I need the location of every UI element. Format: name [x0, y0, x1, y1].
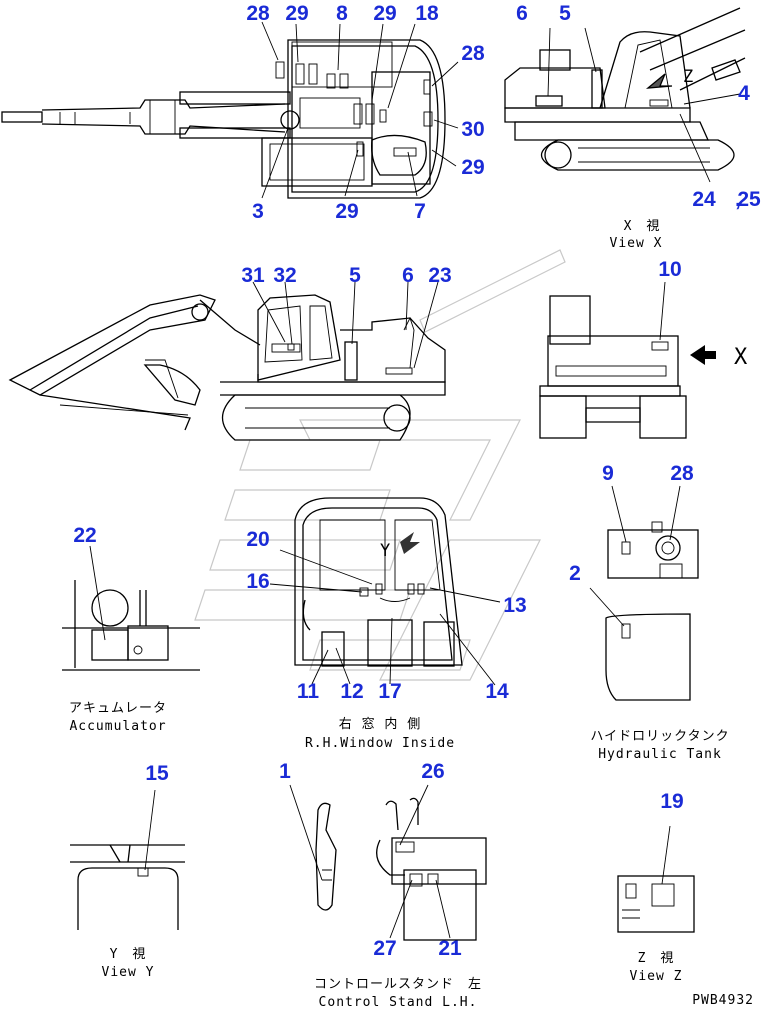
callout-number: 13: [503, 594, 526, 617]
callout-number: 20: [246, 528, 269, 551]
control-stand-caption-en: Control Stand L.H.: [319, 995, 478, 1010]
callout-number: 4: [738, 82, 750, 105]
callout-number: 1: [279, 760, 291, 783]
callout-number: 18: [415, 2, 439, 25]
rh-window-caption-en: R.H.Window Inside: [305, 736, 455, 751]
callout-number: 28: [461, 42, 485, 65]
view-y-caption-jp: Y 視: [110, 947, 147, 962]
view-y-marker: Y: [380, 541, 391, 561]
hydraulic-tank-caption-en: Hydraulic Tank: [598, 747, 722, 762]
control-stand-caption-jp: コントロールスタンド 左: [314, 977, 482, 992]
callout-number: 21: [438, 937, 462, 960]
accumulator-caption-en: Accumulator: [69, 719, 166, 734]
callout-number: 23: [428, 264, 451, 287]
callout-separator: ,: [735, 188, 741, 211]
callout-number: 28: [246, 2, 270, 25]
view-x-marker: X: [734, 345, 748, 370]
accumulator-drawing: [62, 545, 200, 671]
callout-number: 15: [145, 762, 169, 785]
accumulator-caption-jp: アキュムレータ: [69, 701, 167, 716]
callout-number: 5: [349, 264, 361, 287]
callout-number: 27: [373, 937, 396, 960]
callout-number: 29: [373, 2, 396, 25]
view-x-caption-jp: X 視: [624, 219, 661, 234]
callout-number: 17: [378, 680, 401, 703]
rh-window-caption-jp: 右 窓 内 側: [339, 716, 421, 732]
callout-number: 32: [273, 264, 296, 287]
view-x-drawing: [504, 7, 746, 183]
view-x-caption-en: View X: [610, 236, 663, 251]
callout-number: 6: [516, 2, 528, 25]
control-stand-drawing: [289, 784, 487, 941]
callout-number: 2: [569, 562, 581, 585]
callout-number: 5: [559, 2, 571, 25]
arrow-icon: [690, 345, 716, 365]
rear-view-drawing: [539, 281, 716, 439]
view-z-drawing: [617, 825, 695, 933]
callout-number: 22: [73, 524, 96, 547]
callout-number: 29: [461, 156, 484, 179]
view-z-caption-en: View Z: [630, 969, 683, 984]
callout-number: 19: [660, 790, 683, 813]
view-y-caption-en: View Y: [102, 965, 155, 980]
callout-number: 29: [285, 2, 308, 25]
callout-number: 12: [340, 680, 363, 703]
view-z-caption-jp: Z 視: [638, 951, 675, 966]
side-view-drawing: [8, 281, 446, 441]
callout-number: 30: [461, 118, 484, 141]
callout-number: 14: [485, 680, 509, 703]
detail-component-drawing: [607, 485, 699, 579]
callout-number: 7: [414, 200, 426, 223]
callout-number: 16: [246, 570, 269, 593]
callout-number: 3: [252, 200, 264, 223]
arrow-icon: [400, 532, 420, 554]
callout-number: 8: [336, 2, 348, 25]
callout-number: 11: [297, 680, 320, 703]
drawing-code: PWB4932: [692, 993, 754, 1008]
hydraulic-tank-drawing: [589, 587, 691, 701]
callout-number: 24: [692, 188, 716, 211]
callout-number: 29: [335, 200, 358, 223]
view-y-drawing: [70, 789, 185, 930]
callout-number: 10: [658, 258, 681, 281]
view-z-marker: Z: [683, 67, 694, 87]
callout-number: 25: [737, 188, 761, 211]
callout-number: 26: [421, 760, 444, 783]
hydraulic-tank-caption-jp: ハイドロリックタンク: [590, 729, 729, 744]
callout-number: 6: [402, 264, 414, 287]
rh-window-inside-drawing: [269, 497, 501, 686]
callout-number: 28: [670, 462, 694, 485]
callout-number: 9: [602, 462, 614, 485]
callout-number: 31: [241, 264, 265, 287]
top-view-drawing: [1, 21, 459, 199]
